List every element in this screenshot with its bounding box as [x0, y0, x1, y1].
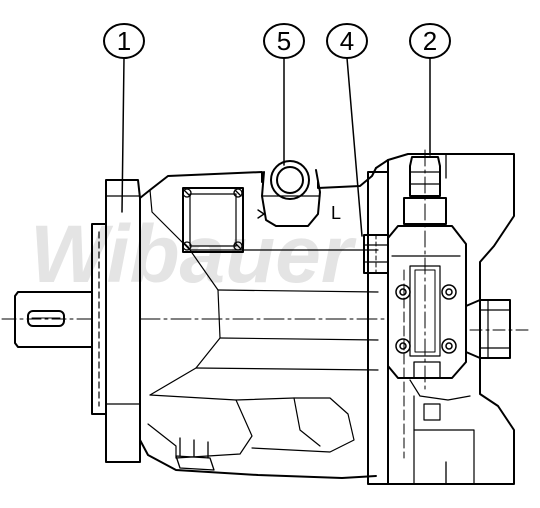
port-arrow: [257, 209, 265, 219]
callout-5-label: 5: [277, 26, 291, 56]
drain-plug: [261, 160, 321, 227]
port-l-label: L: [331, 203, 341, 223]
callout-1: 1: [103, 23, 145, 59]
callout-4-label: 4: [340, 26, 354, 56]
pump-housing: [139, 159, 389, 485]
callout-1-label: 1: [117, 26, 131, 56]
port-plate: [387, 153, 533, 485]
mounting-flange: [91, 179, 141, 463]
callout-2-label: 2: [423, 26, 437, 56]
cover-plate: [182, 187, 244, 253]
leader-lines: [121, 57, 431, 237]
callout-5: 5: [263, 23, 305, 59]
callout-4: 4: [326, 23, 368, 59]
control-valve: [387, 149, 511, 393]
drive-shaft: [1, 291, 93, 348]
callout-2: 2: [409, 23, 451, 59]
bottom-drain-detail: [175, 437, 215, 471]
